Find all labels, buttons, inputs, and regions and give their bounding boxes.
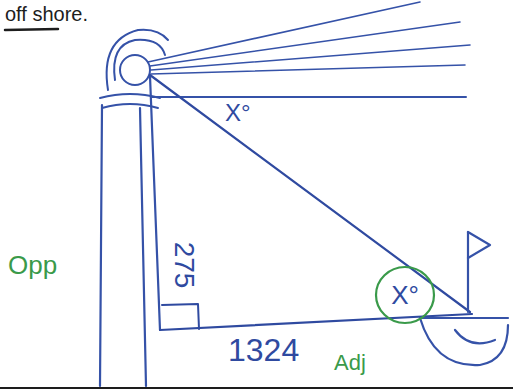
horizontal-line <box>152 96 466 98</box>
measure-label: Opp <box>8 252 57 278</box>
circled-angle: X° <box>374 264 436 326</box>
right-angle-mark <box>162 304 199 329</box>
hypotenuse <box>150 75 470 312</box>
light-rays <box>148 2 470 74</box>
measure-label: 1324 <box>228 334 299 366</box>
page-rule <box>0 387 513 389</box>
measure-label: 275 <box>170 242 198 289</box>
measure-label: Adj <box>334 352 366 374</box>
heading-note: off shore. <box>5 4 88 24</box>
circle-shape <box>376 267 434 323</box>
angle-label: X° <box>391 282 419 308</box>
measure-label: X° <box>225 101 251 125</box>
lighthouse-tower <box>100 76 160 386</box>
underline <box>5 29 58 30</box>
